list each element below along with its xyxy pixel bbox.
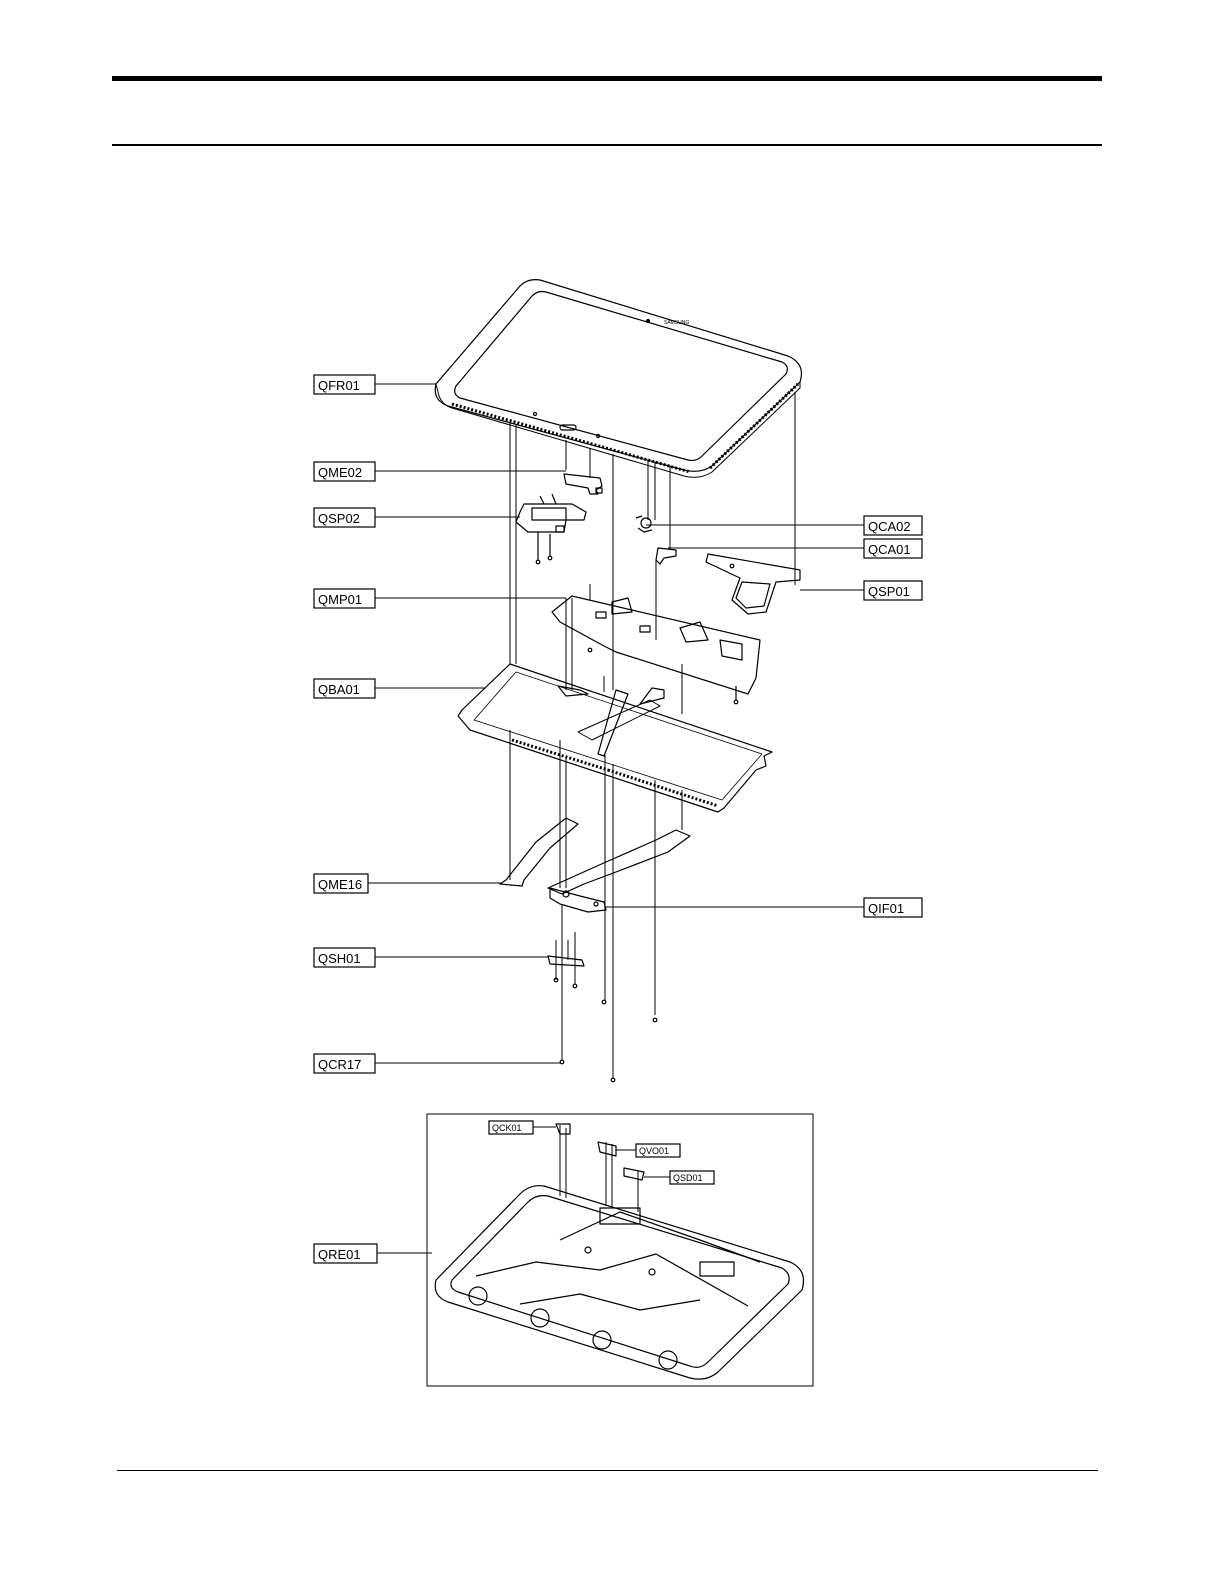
callout-label: QCR17	[318, 1057, 361, 1072]
callout-label: QME02	[318, 465, 362, 480]
callout-label: QCA02	[868, 519, 911, 534]
interface-board-part	[550, 888, 606, 912]
callout-qsp01: QSP01	[864, 581, 922, 600]
callout-qfr01: QFR01	[314, 375, 375, 394]
assembly-lines	[510, 392, 795, 1212]
callout-label: QMP01	[318, 592, 362, 607]
callout-label: QBA01	[318, 682, 360, 697]
main-flex-part	[500, 818, 690, 894]
callout-qre01: QRE01	[314, 1244, 377, 1263]
callout-label: QFR01	[318, 378, 360, 393]
callout-label: QSD01	[673, 1173, 703, 1183]
rear-case-part	[435, 1186, 803, 1379]
top-flex-part	[564, 474, 602, 494]
callout-qcr17: QCR17	[314, 1054, 375, 1073]
callout-label: QIF01	[868, 901, 904, 916]
callout-qme16: QME16	[314, 874, 368, 893]
callout-qsh01: QSH01	[314, 948, 375, 967]
callout-label: QCK01	[492, 1123, 522, 1133]
speaker-left-part	[516, 494, 586, 564]
brand-mark: SAMSUNG	[664, 320, 689, 326]
callout-qif01: QIF01	[864, 898, 922, 917]
callout-label: QSP02	[318, 511, 360, 526]
callout-qca02: QCA02	[864, 516, 922, 535]
callout-qme02: QME02	[314, 462, 375, 481]
callout-qba01: QBA01	[314, 679, 375, 698]
callout-qca01: QCA01	[864, 539, 922, 558]
callout-label: QVO01	[639, 1146, 669, 1156]
callout-qsp02: QSP02	[314, 508, 375, 527]
callout-label: QCA01	[868, 542, 911, 557]
callout-label: QRE01	[318, 1247, 361, 1262]
callout-qck01: QCK01	[489, 1121, 533, 1134]
rear-case-frame	[427, 1114, 813, 1386]
rear-small-parts	[556, 1124, 644, 1180]
callout-qmp01: QMP01	[314, 589, 375, 608]
callout-qvo01: QVO01	[636, 1144, 680, 1157]
front-frame-part: SAMSUNG	[435, 280, 801, 478]
callout-label: QSH01	[318, 951, 361, 966]
callout-qsd01: QSD01	[670, 1171, 714, 1184]
speaker-right-part	[706, 554, 800, 614]
callout-label: QSP01	[868, 584, 910, 599]
leader-lines	[368, 384, 864, 1253]
screws	[560, 1000, 657, 1082]
callout-label: QME16	[318, 877, 362, 892]
shield-part	[548, 956, 584, 988]
